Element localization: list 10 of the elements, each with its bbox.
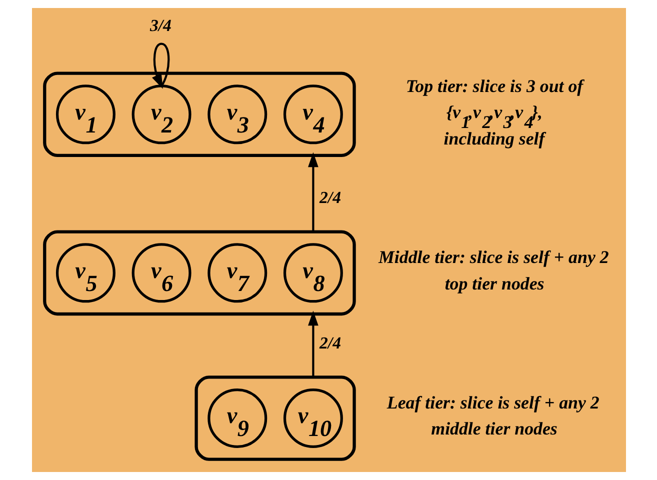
arrow <box>308 310 318 378</box>
cluster <box>42 230 356 316</box>
node-label: Leaf tier: slice is self + any 2 middle tier nodes <box>386 392 599 439</box>
cluster <box>194 376 356 461</box>
node-label: Middle tier: slice is self + any 2 top tier nodes <box>378 247 608 294</box>
edge-label: 3/4 <box>149 16 171 35</box>
edge-label: 2/4 <box>319 188 341 208</box>
arrow <box>308 152 318 232</box>
arrow <box>151 42 170 89</box>
edge-label: 2/4 <box>319 334 341 353</box>
